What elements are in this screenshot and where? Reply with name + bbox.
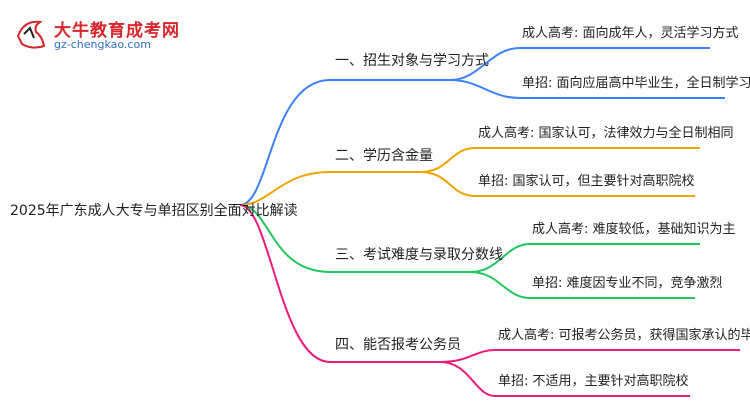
- connector-branch-4: [239, 204, 440, 363]
- connector-branch-3: [239, 204, 470, 273]
- branch-4-label: 四、能否报考公务员: [335, 337, 461, 353]
- connector-leaf-1-1: [449, 47, 710, 81]
- logo-mark-icon: [16, 20, 46, 49]
- connector-branch-1: [239, 79, 450, 206]
- connector-leaf-2-1: [419, 147, 700, 173]
- connector-leaf-4-1: [439, 349, 740, 363]
- connector-leaf-2-2: [419, 171, 695, 197]
- branch-2-label: 二、学历含金量: [335, 148, 433, 164]
- connector-leaf-1-2: [449, 79, 725, 99]
- leaf-3-1: 成人高考: 难度较低，基础知识为主: [532, 222, 736, 237]
- branch-3-label: 三、考试难度与录取分数线: [335, 247, 503, 263]
- branch-1-label: 一、招生对象与学习方式: [335, 53, 489, 69]
- root-node: 2025年广东成人大专与单招区别全面对比解读: [10, 203, 298, 219]
- leaf-4-2: 单招: 不适用，主要针对高职院校: [498, 374, 689, 389]
- leaf-1-2: 单招: 面向应届高中毕业生，全日制学习: [522, 76, 750, 91]
- logo-url: gz-chengkao.com: [54, 38, 151, 51]
- leaf-2-1: 成人高考: 国家认可，法律效力与全日制相同: [478, 126, 734, 141]
- connector-leaf-4-2: [439, 361, 690, 397]
- connector-leaf-3-1: [469, 243, 700, 273]
- leaf-2-2: 单招: 国家认可，但主要针对高职院校: [478, 174, 695, 189]
- site-logo: 大牛教育成考网 gz-chengkao.com: [14, 14, 184, 54]
- leaf-4-1: 成人高考: 可报考公务员，获得国家承认的毕业证: [498, 328, 750, 343]
- logo-title: 大牛教育成考网: [54, 21, 180, 41]
- leaf-3-2: 单招: 难度因专业不同，竞争激烈: [532, 276, 723, 291]
- leaf-1-1: 成人高考: 面向成年人，灵活学习方式: [522, 26, 739, 41]
- connector-leaf-3-2: [469, 271, 695, 299]
- connector-branch-2: [239, 171, 420, 206]
